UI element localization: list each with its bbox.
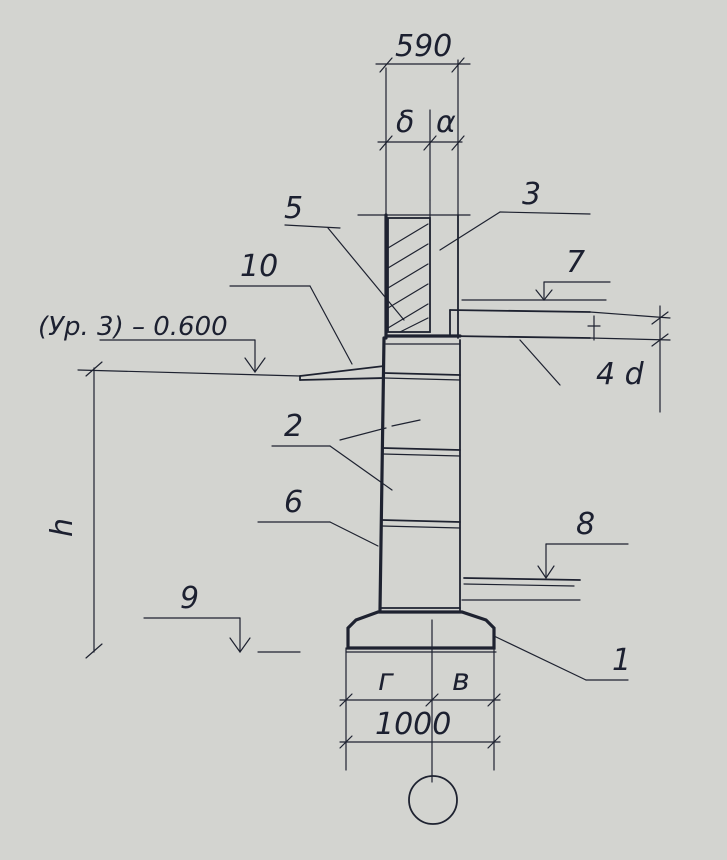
callout-6: 6 (284, 485, 303, 520)
depth-dimension: h (45, 361, 301, 659)
bottom-left-label: г (378, 663, 394, 698)
callout-9: 9 (180, 581, 199, 616)
top-width-label: 590 (395, 29, 452, 64)
bottom-total-label: 1000 (375, 707, 451, 742)
callouts: 5 3 10 7 2 6 8 (143, 177, 631, 681)
right-vertical-label: 4 d (596, 357, 645, 392)
bottom-dimensions: г в 1000 (339, 619, 501, 825)
right-vertical-dimension: 4 d (587, 305, 669, 413)
floor-slab (449, 299, 671, 386)
callout-3: 3 (522, 177, 541, 212)
ground-level-label: (Ур. 3) – 0.600 (38, 312, 228, 342)
blind-area (299, 365, 385, 381)
axis-marker-circle (408, 775, 458, 825)
basement-wall (378, 336, 461, 612)
callout-5: 5 (284, 191, 303, 226)
callout-7: 7 (566, 245, 585, 280)
ground-level: (Ур. 3) – 0.600 (38, 312, 301, 377)
top-left-label: δ (396, 105, 414, 140)
callout-2: 2 (284, 409, 303, 444)
top-right-label: α (436, 105, 456, 140)
top-dimensions: 590 δ α (375, 29, 471, 201)
callout-8: 8 (576, 507, 595, 542)
callout-1: 1 (612, 643, 631, 678)
footing-pad (345, 610, 497, 653)
bottom-right-label: в (452, 663, 470, 698)
callout-10: 10 (240, 249, 278, 284)
upper-wall (357, 59, 471, 340)
depth-label: h (45, 518, 80, 537)
